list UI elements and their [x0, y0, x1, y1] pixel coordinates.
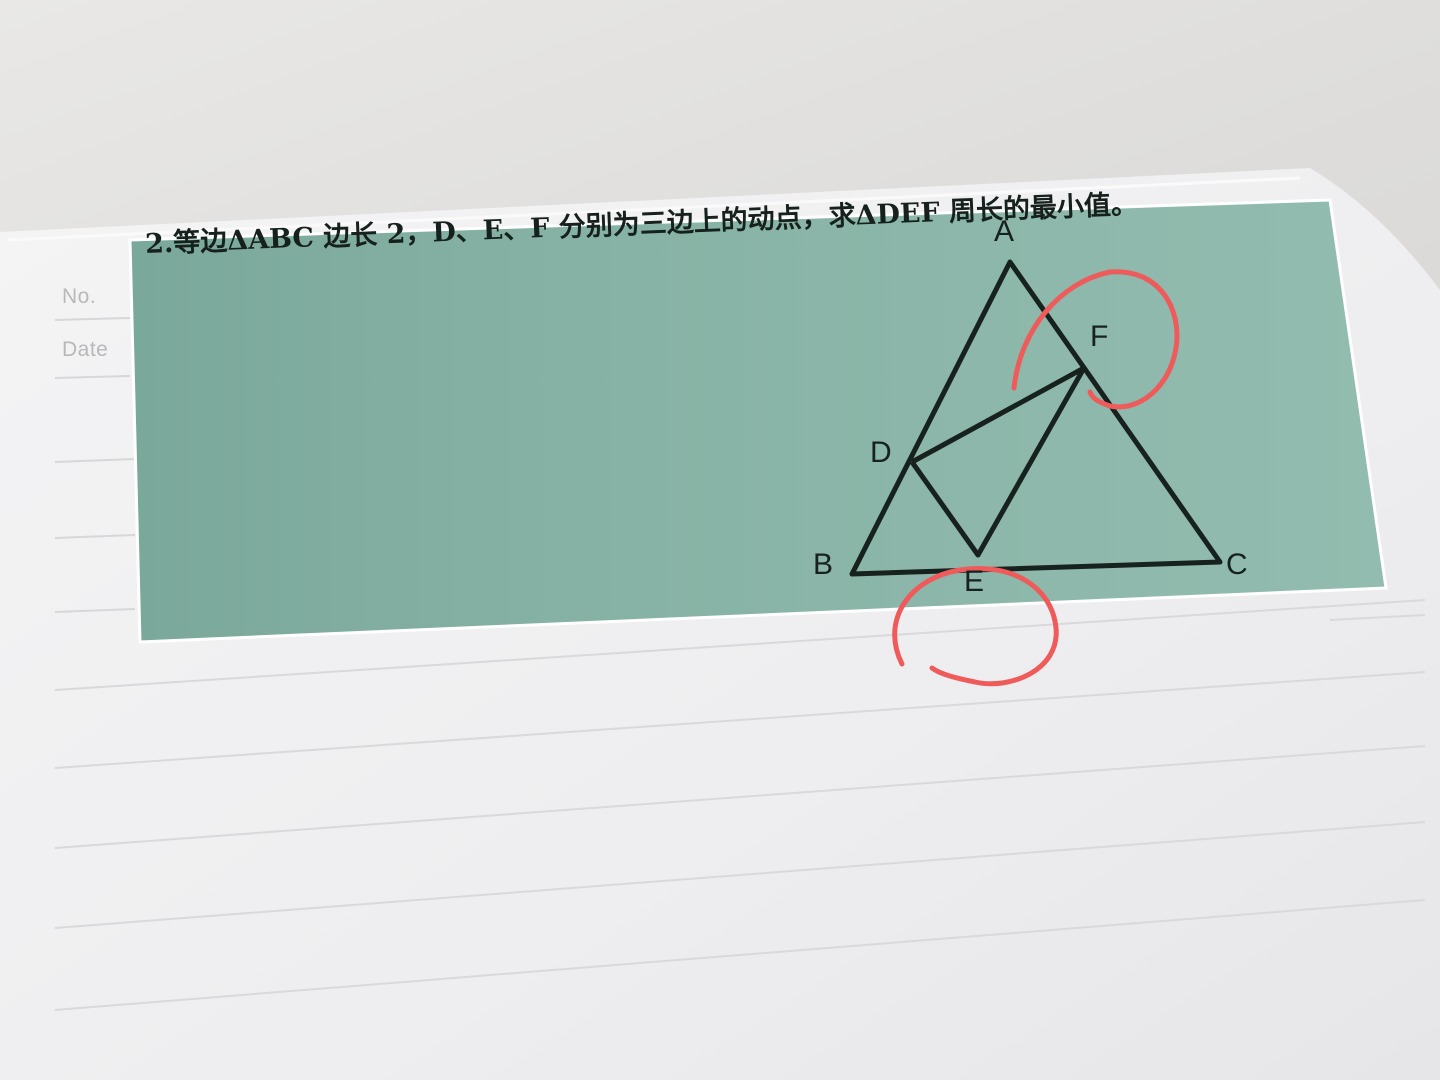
- margin-label-no: No.: [62, 285, 97, 308]
- triangle-def: [909, 365, 1087, 558]
- vertex-label-b: B: [813, 548, 834, 581]
- pen-circle-e: [892, 566, 1059, 687]
- pen-circle-f: [1011, 269, 1180, 410]
- margin-label-date: Date: [62, 338, 109, 361]
- vertex-label-c: C: [1226, 548, 1248, 581]
- problem-card: [128, 198, 1388, 644]
- vertex-label-f: F: [1090, 320, 1109, 353]
- vertex-label-a: A: [994, 215, 1015, 248]
- geometry-figure: [849, 259, 1223, 577]
- triangle-abc: [849, 259, 1223, 577]
- vertex-label-e: E: [964, 565, 985, 598]
- vertex-label-d: D: [870, 436, 892, 469]
